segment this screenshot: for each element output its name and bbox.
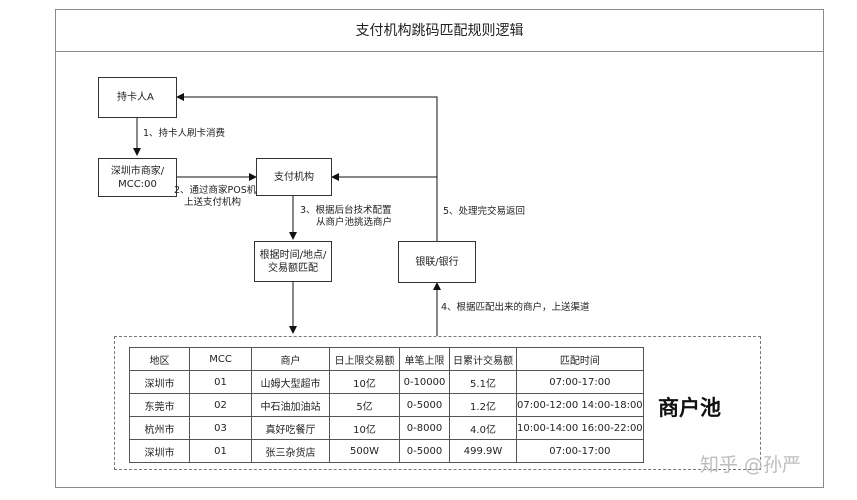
table-cell: 10亿 [329, 370, 400, 394]
step-3-label-line1: 3、根据后台技术配置 [300, 205, 392, 216]
table-cell: 01 [189, 439, 252, 463]
table-cell: 07:00-17:00 [516, 370, 644, 394]
cardholder-node: 持卡人A [98, 77, 177, 118]
table-cell: 山姆大型超市 [251, 370, 330, 394]
table-cell: 10:00-14:00 16:00-22:00 [516, 416, 644, 440]
step-5-label: 5、处理完交易返回 [443, 206, 526, 217]
column-header: 日上限交易额 [329, 347, 400, 371]
table-cell: 0-5000 [399, 439, 450, 463]
table-cell: 499.9W [449, 439, 517, 463]
table-cell: 03 [189, 416, 252, 440]
table-cell: 10亿 [329, 416, 400, 440]
diagram-frame [55, 9, 824, 488]
table-cell: 0-8000 [399, 416, 450, 440]
column-header: 匹配时间 [516, 347, 644, 371]
arrow-bank-to-cardholder [176, 93, 438, 241]
match-rule-node: 根据时间/地点/ 交易额匹配 [254, 241, 332, 282]
watermark: 知乎 @孙严 [700, 454, 802, 476]
merchant-pool [114, 336, 761, 470]
column-header: 地区 [129, 347, 190, 371]
table-cell: 0-10000 [399, 370, 450, 394]
step-2-label-line2: 上送支付机构 [184, 197, 242, 208]
step-1-label: 1、持卡人刷卡消费 [143, 128, 226, 139]
table-cell: 真好吃餐厅 [251, 416, 330, 440]
table-cell: 4.0亿 [449, 416, 517, 440]
table-cell: 02 [189, 393, 252, 417]
step-2-label-line1: 2、通过商家POS机 [174, 185, 257, 196]
table-cell: 深圳市 [129, 370, 190, 394]
column-header: MCC [189, 347, 252, 371]
payment-institution-node: 支付机构 [256, 158, 332, 196]
table-cell: 杭州市 [129, 416, 190, 440]
diagram-title: 支付机构跳码匹配规则逻辑 [55, 9, 824, 52]
table-cell: 深圳市 [129, 439, 190, 463]
table-cell: 1.2亿 [449, 393, 517, 417]
merchant-node: 深圳市商家/ MCC:00 [98, 158, 177, 197]
table-cell: 5亿 [329, 393, 400, 417]
table-cell: 东莞市 [129, 393, 190, 417]
column-header: 商户 [251, 347, 330, 371]
table-cell: 5.1亿 [449, 370, 517, 394]
table-cell: 500W [329, 439, 400, 463]
table-cell: 07:00-12:00 14:00-18:00 [516, 393, 644, 417]
table-cell: 张三杂货店 [251, 439, 330, 463]
column-header: 单笔上限 [399, 347, 450, 371]
table-cell: 01 [189, 370, 252, 394]
step-4-label: 4、根据匹配出来的商户，上送渠道 [441, 302, 590, 313]
table-cell: 07:00-17:00 [516, 439, 644, 463]
column-header: 日累计交易额 [449, 347, 517, 371]
table-cell: 0-5000 [399, 393, 450, 417]
table-cell: 中石油加油站 [251, 393, 330, 417]
bank-node: 银联/银行 [398, 241, 476, 283]
step-3-label-line2: 从商户池挑选商户 [316, 217, 393, 228]
merchant-pool-title: 商户池 [658, 396, 721, 420]
